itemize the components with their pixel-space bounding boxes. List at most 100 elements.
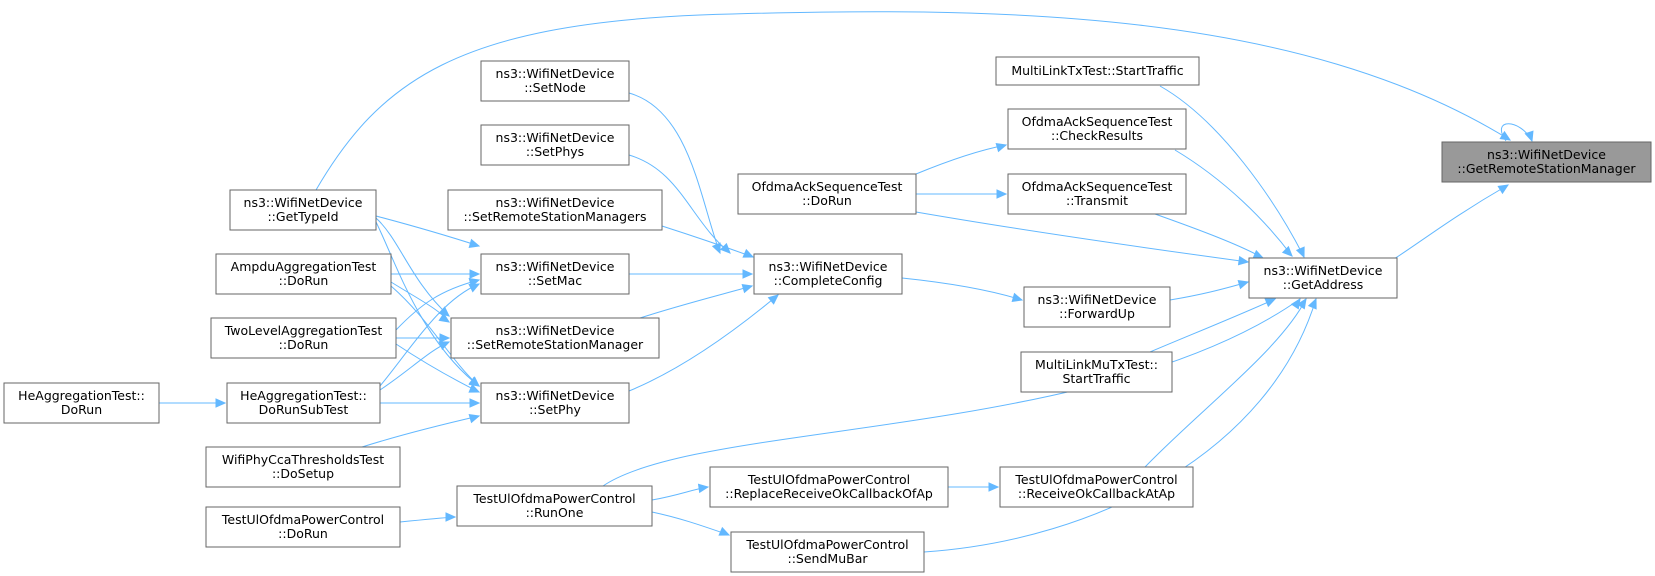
call-edge	[1144, 298, 1307, 468]
node-ulDoRun[interactable]: TestUlOfdmaPowerControl::DoRun	[205, 506, 401, 548]
node-box	[480, 124, 630, 166]
node-label: ::ReplaceReceiveOkCallbackOfAp	[725, 486, 933, 501]
node-box	[450, 317, 660, 359]
node-ofdmaDoRun[interactable]: OfdmaAckSequenceTest::DoRun	[737, 173, 917, 215]
node-box	[205, 446, 401, 488]
edge-arrowhead	[742, 248, 755, 258]
edge-arrowhead	[468, 414, 481, 424]
call-edge	[602, 298, 1301, 487]
node-box	[215, 253, 392, 295]
node-box	[480, 382, 630, 424]
node-receiveOkCallback[interactable]: TestUlOfdmaPowerControl::ReceiveOkCallba…	[999, 466, 1194, 508]
node-label: MultiLinkMuTxTest::	[1035, 357, 1158, 372]
node-label: OfdmaAckSequenceTest	[752, 179, 903, 194]
node-label: WifiPhyCcaThresholdsTest	[222, 452, 384, 467]
edge-arrowhead	[1290, 297, 1301, 310]
node-label: ns3::WifiNetDevice	[496, 66, 615, 81]
node-box	[456, 485, 653, 527]
node-label: ::SetRemoteStationManager	[467, 337, 644, 352]
node-heDoRun[interactable]: HeAggregationTest::DoRun	[3, 382, 160, 424]
edge-arrowhead	[1307, 297, 1317, 310]
edge-arrowhead	[1295, 246, 1305, 259]
node-setPhy[interactable]: ns3::WifiNetDevice::SetPhy	[480, 382, 630, 424]
node-label: ns3::WifiNetDevice	[1487, 147, 1606, 162]
call-edge	[375, 217, 450, 317]
node-wifiPhyCca[interactable]: WifiPhyCcaThresholdsTest::DoSetup	[205, 446, 401, 488]
node-box	[1248, 257, 1398, 299]
node-box	[1020, 351, 1173, 393]
node-label: TwoLevelAggregationTest	[224, 323, 383, 338]
node-label: ns3::WifiNetDevice	[496, 323, 615, 338]
node-label: ns3::WifiNetDevice	[1264, 263, 1383, 278]
node-label: ::SendMuBar	[788, 551, 869, 566]
node-completeConfig[interactable]: ns3::WifiNetDevice::CompleteConfig	[753, 253, 903, 295]
node-label: ::DoSetup	[272, 466, 334, 481]
node-setMac[interactable]: ns3::WifiNetDevice::SetMac	[480, 253, 630, 295]
call-edge	[379, 283, 480, 387]
node-box	[709, 466, 949, 508]
node-box	[730, 531, 925, 573]
node-box	[737, 173, 917, 215]
node-label: ns3::WifiNetDevice	[496, 195, 615, 210]
node-ampduDoRun[interactable]: AmpduAggregationTest::DoRun	[215, 253, 392, 295]
node-box	[3, 382, 160, 424]
node-setRemoteManager[interactable]: ns3::WifiNetDevice::SetRemoteStationMana…	[450, 317, 660, 359]
edge-arrowhead	[215, 398, 227, 408]
node-label: ::SetMac	[528, 273, 582, 288]
edge-arrowhead	[469, 269, 481, 279]
call-edge	[395, 343, 480, 393]
node-label: StartTraffic	[1062, 371, 1130, 386]
edge-arrowhead	[1237, 280, 1250, 290]
call-edge	[628, 154, 731, 254]
node-multiLinkTxTest[interactable]: MultiLinkTxTest::StartTraffic	[995, 56, 1200, 86]
edge-arrowhead	[1281, 245, 1293, 257]
node-label: ns3::WifiNetDevice	[496, 130, 615, 145]
node-replaceReceiveOk[interactable]: TestUlOfdmaPowerControl::ReplaceReceiveO…	[709, 466, 949, 508]
node-label: TestUlOfdmaPowerControl	[747, 472, 910, 487]
node-label: ns3::WifiNetDevice	[496, 259, 615, 274]
node-ofdmaTransmit[interactable]: OfdmaAckSequenceTest::Transmit	[1007, 173, 1187, 215]
node-label: OfdmaAckSequenceTest	[1022, 114, 1173, 129]
node-label: ::Transmit	[1066, 193, 1128, 208]
edge-arrowhead	[742, 269, 754, 279]
node-setPhys[interactable]: ns3::WifiNetDevice::SetPhys	[480, 124, 630, 166]
node-getTypeId[interactable]: ns3::WifiNetDevice::GetTypeId	[229, 189, 377, 231]
node-label: ::DoRun	[279, 273, 329, 288]
node-getRemoteStationManager[interactable]: ns3::WifiNetDevice::GetRemoteStationMana…	[1441, 141, 1652, 183]
node-label: DoRun	[61, 402, 102, 417]
edges-layer	[159, 11, 1534, 553]
node-setNode[interactable]: ns3::WifiNetDevice::SetNode	[480, 60, 630, 102]
edge-arrowhead	[996, 189, 1008, 199]
node-box	[1007, 173, 1187, 215]
node-getAddress[interactable]: ns3::WifiNetDevice::GetAddress	[1248, 257, 1398, 299]
node-label: DoRunSubTest	[259, 402, 349, 417]
node-runOne[interactable]: TestUlOfdmaPowerControl::RunOne	[456, 485, 653, 527]
node-forwardUp[interactable]: ns3::WifiNetDevice::ForwardUp	[1023, 286, 1171, 328]
edge-arrowhead	[468, 283, 481, 293]
edge-arrowhead	[1252, 249, 1265, 259]
node-label: ns3::WifiNetDevice	[769, 259, 888, 274]
call-edge	[1169, 281, 1249, 301]
edge-arrowhead	[1011, 292, 1024, 302]
node-label: ::DoRun	[802, 193, 852, 208]
node-box	[229, 189, 377, 231]
call-edge	[915, 144, 1007, 175]
node-heDoRunSubTest[interactable]: HeAggregationTest::DoRunSubTest	[226, 382, 381, 424]
node-setRemoteManagers[interactable]: ns3::WifiNetDevice::SetRemoteStationMana…	[447, 189, 663, 231]
edge-arrowhead	[1524, 130, 1534, 143]
node-label: ::CompleteConfig	[774, 273, 883, 288]
node-label: ::DoRun	[278, 526, 328, 541]
node-box	[210, 317, 397, 359]
node-twoLevelDoRun[interactable]: TwoLevelAggregationTest::DoRun	[210, 317, 397, 359]
call-edge	[390, 285, 480, 387]
node-box	[480, 60, 630, 102]
call-edge	[628, 294, 779, 392]
node-sendMuBar[interactable]: TestUlOfdmaPowerControl::SendMuBar	[730, 531, 925, 573]
node-label: ::GetAddress	[1283, 277, 1363, 292]
node-ofdmaCheckResults[interactable]: OfdmaAckSequenceTest::CheckResults	[1007, 108, 1187, 150]
call-edge	[395, 279, 480, 331]
edge-arrowhead	[468, 376, 480, 387]
node-label: ::GetRemoteStationManager	[1457, 161, 1636, 176]
node-multiLinkMuTx[interactable]: MultiLinkMuTxTest::StartTraffic	[1020, 351, 1173, 393]
